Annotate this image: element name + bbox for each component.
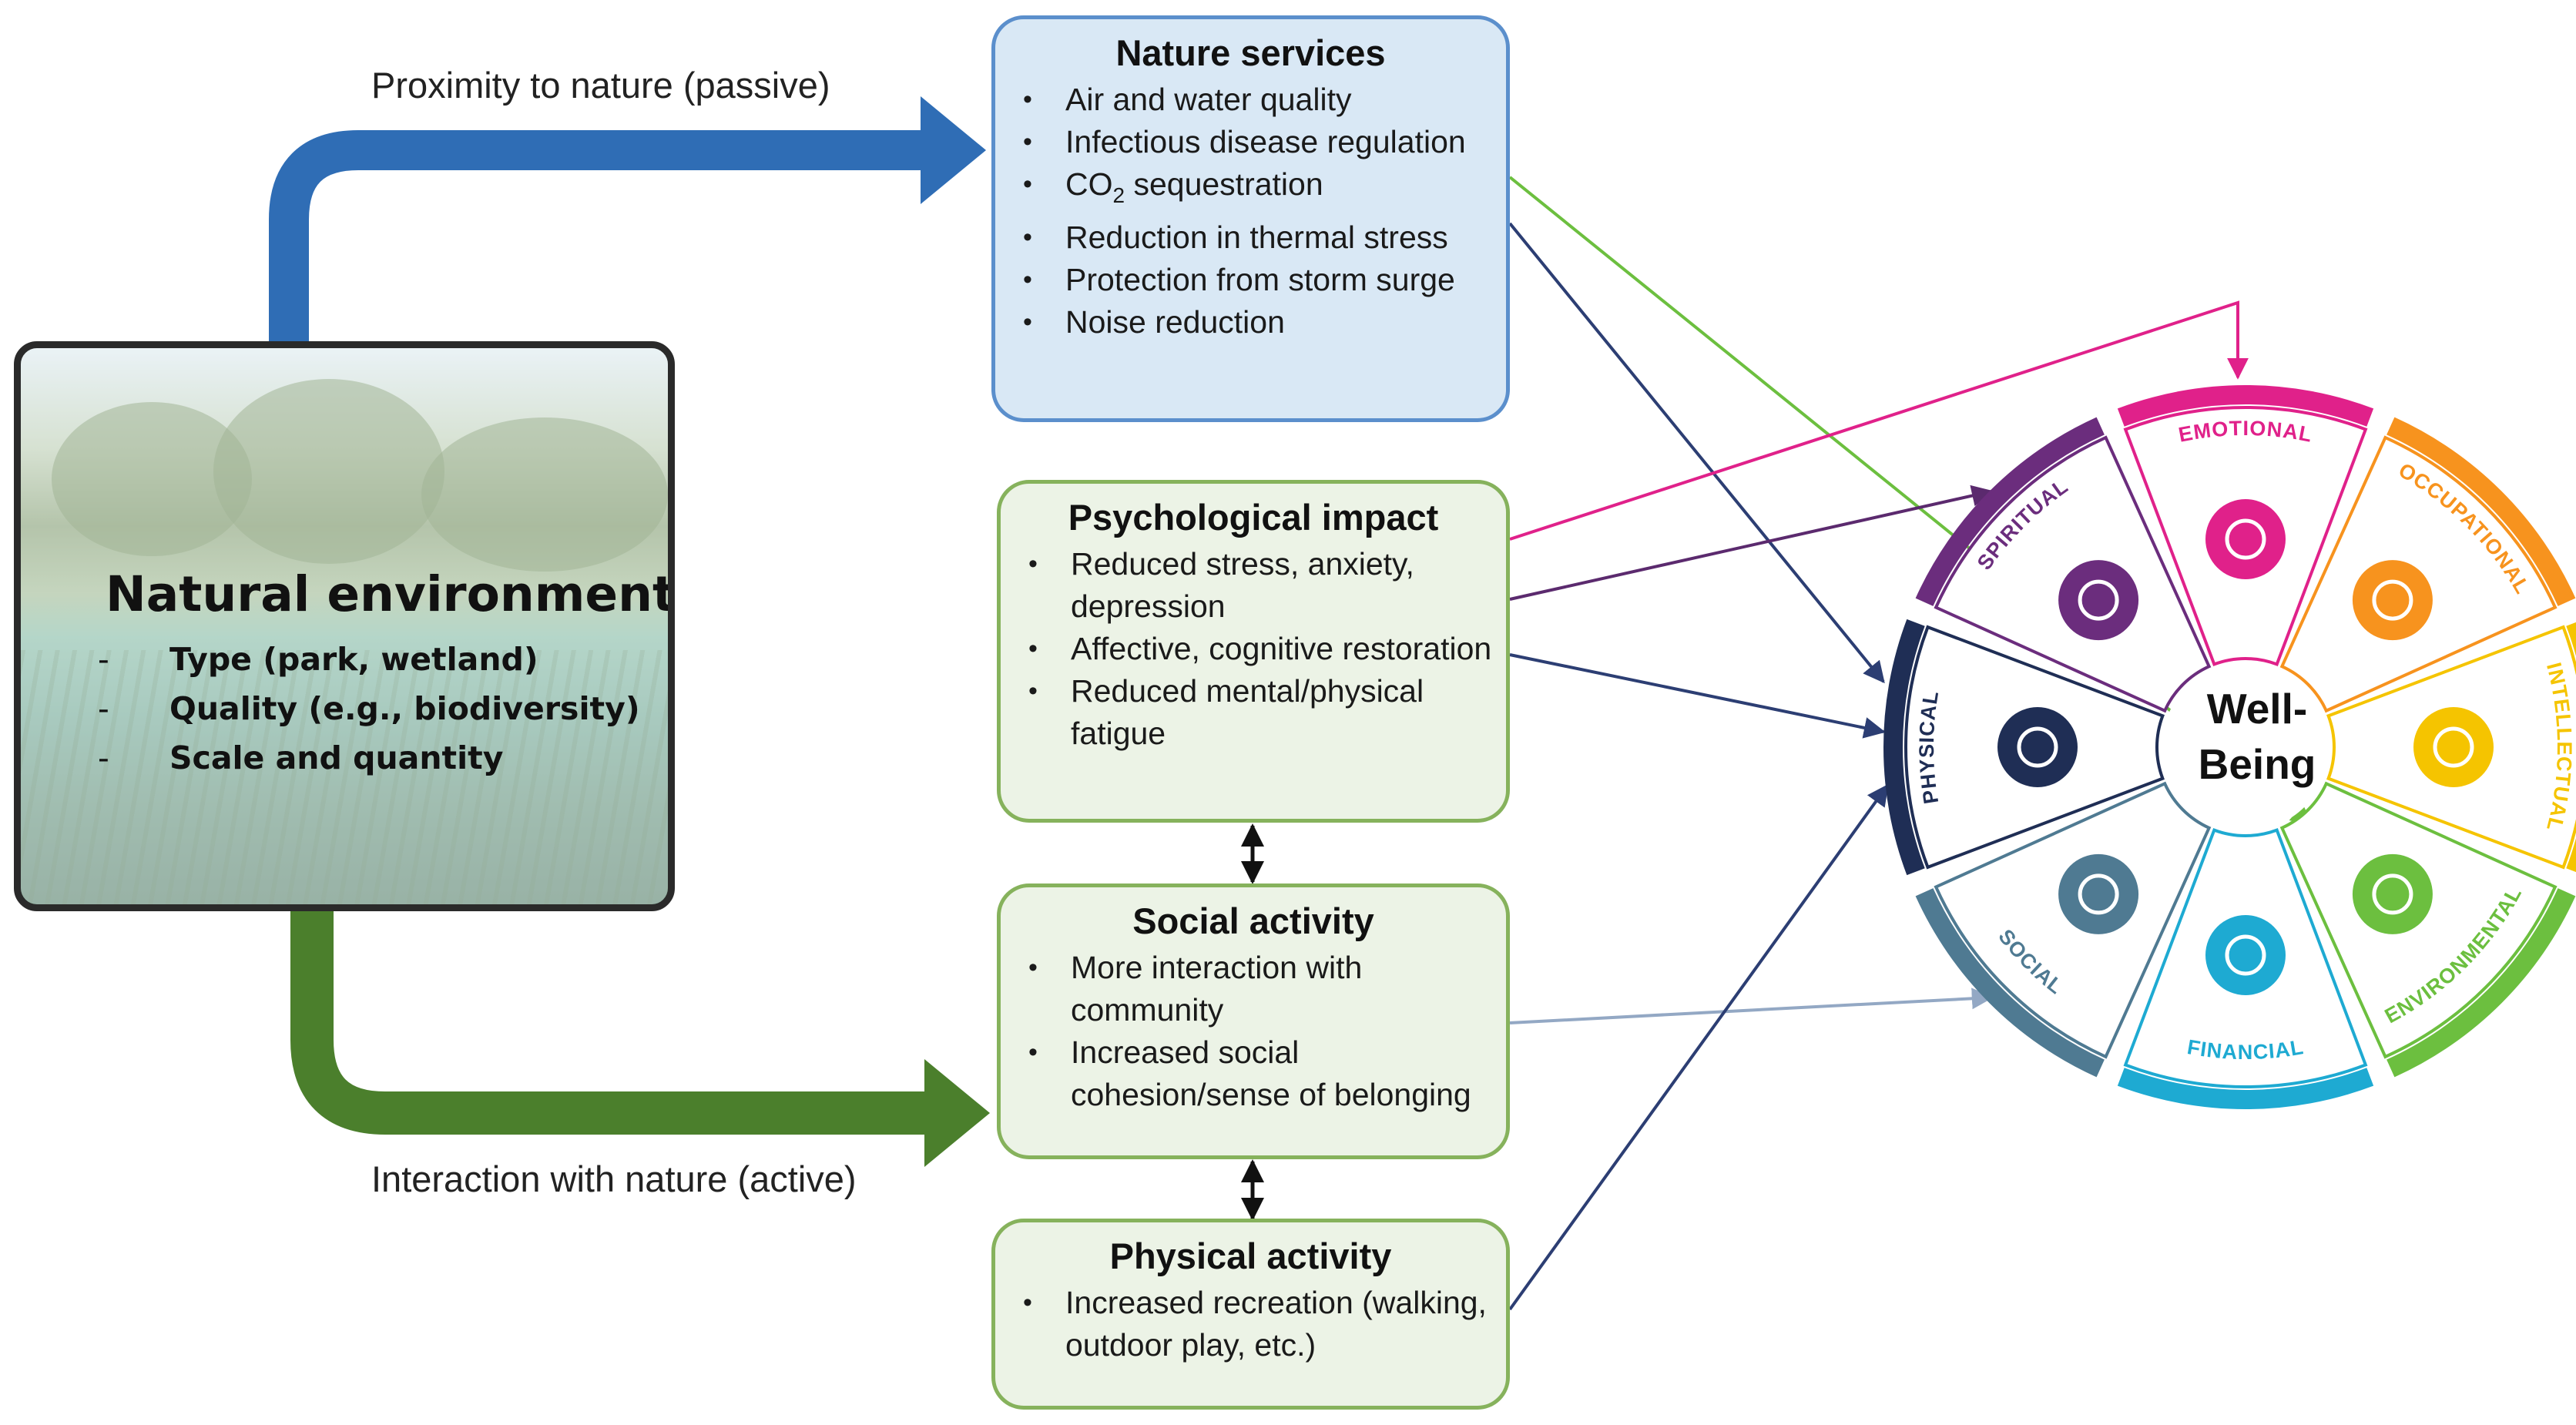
active-path-label: Interaction with nature (active) — [371, 1158, 857, 1199]
social-activity-list: •More interaction with community •Increa… — [1001, 947, 1506, 1116]
natural-environment-title: Natural environment: — [106, 566, 675, 622]
link-psych-to-physical — [1509, 653, 1886, 739]
piggy-bank-icon — [2205, 915, 2286, 995]
wheel-band-occupational — [2386, 417, 2576, 606]
psychological-impact-list: •Reduced stress, anxiety, depression •Af… — [1001, 543, 1506, 755]
passive-arrow-head — [921, 96, 986, 204]
list-item: -Scale and quantity — [98, 739, 504, 776]
briefcase-icon-glyph — [2372, 579, 2413, 621]
wheel-band-intellectual — [2566, 622, 2576, 873]
list-item: •Reduced stress, anxiety, depression — [1028, 546, 1414, 624]
list-item: -Quality (e.g., biodiversity) — [98, 690, 640, 727]
list-item: •Reduction in thermal stress — [1023, 220, 1448, 255]
tree-icon — [2352, 853, 2433, 934]
meditation-icon-glyph — [2078, 579, 2119, 621]
list-item: •More interaction with community — [1028, 950, 1363, 1028]
meditation-icon — [2058, 560, 2139, 641]
list-item: •Increased recreation (walking, outdoor … — [1023, 1285, 1487, 1363]
wheel-hub — [2162, 663, 2329, 831]
wheel-band-social — [1915, 888, 2105, 1078]
active-arrow-head — [924, 1059, 990, 1167]
brain-head-icon-glyph — [2225, 518, 2266, 560]
link-psych-to-spiritual — [1509, 484, 1994, 601]
link-psych-to-emotional — [1509, 300, 2249, 541]
nature-services-title: Nature services — [1115, 32, 1386, 73]
list-item: -Type (park, wetland) — [98, 641, 538, 678]
wheel-label-physical: PHYSICAL — [1915, 689, 1943, 805]
wheel-band-environmental — [2386, 888, 2576, 1078]
wheel-band-spiritual — [1915, 417, 2105, 606]
brain-head-icon — [2205, 499, 2286, 579]
physical-activity-box: Physical activity •Increased recreation … — [991, 1219, 1510, 1410]
list-item: •Increased social cohesion/sense of belo… — [1028, 1034, 1471, 1112]
list-item: •Reduced mental/physical fatigue — [1028, 673, 1424, 751]
passive-arrow — [269, 130, 932, 343]
people-icon — [2058, 853, 2139, 934]
natural-environment-list: -Type (park, wetland) -Quality (e.g., bi… — [98, 635, 640, 783]
lightbulb-icon-glyph — [2433, 726, 2474, 768]
social-activity-title: Social activity — [1132, 900, 1374, 941]
link-social-to-social — [1509, 987, 1994, 1024]
nature-services-list: •Air and water quality •Infectious disea… — [995, 79, 1506, 344]
psychological-impact-box: Psychological impact •Reduced stress, an… — [997, 480, 1510, 823]
list-item: •Air and water quality — [1023, 82, 1352, 117]
list-item: •Noise reduction — [1023, 304, 1285, 340]
piggy-bank-icon-glyph — [2225, 934, 2266, 976]
list-item: •CO2 sequestration — [1023, 166, 1323, 207]
wheel-band-financial — [2117, 1068, 2374, 1109]
link-physical-to-physical — [1508, 783, 1889, 1311]
natural-environment-box: Natural environment: -Type (park, wetlan… — [14, 341, 675, 911]
physical-activity-title: Physical activity — [1109, 1236, 1392, 1276]
nature-services-box: Nature services •Air and water quality •… — [991, 15, 1510, 422]
wheel-band-physical — [1883, 619, 1925, 876]
wellbeing-center-label: Well- Being — [2198, 685, 2316, 788]
wheel-band-emotional — [2117, 385, 2374, 427]
lightbulb-icon — [2413, 707, 2494, 787]
link-services-to-physical — [1508, 222, 1885, 684]
heart-pulse-icon-glyph — [2017, 726, 2058, 768]
tree-icon-glyph — [2372, 873, 2413, 915]
passive-path-label: Proximity to nature (passive) — [371, 65, 830, 106]
active-arrow — [290, 909, 936, 1135]
list-item: •Protection from storm surge — [1023, 262, 1455, 297]
briefcase-icon — [2352, 560, 2433, 641]
psychological-impact-title: Psychological impact — [1068, 497, 1439, 538]
people-icon-glyph — [2078, 873, 2119, 915]
social-activity-box: Social activity •More interaction with c… — [997, 884, 1510, 1159]
heart-pulse-icon — [1997, 707, 2078, 787]
wellbeing-wheel: EMOTIONALOCCUPATIONALINTELLECTUALENVIRON… — [1883, 385, 2576, 1109]
list-item: •Affective, cognitive restoration — [1028, 631, 1492, 666]
physical-activity-list: •Increased recreation (walking, outdoor … — [995, 1282, 1506, 1366]
list-item: •Infectious disease regulation — [1023, 124, 1466, 159]
